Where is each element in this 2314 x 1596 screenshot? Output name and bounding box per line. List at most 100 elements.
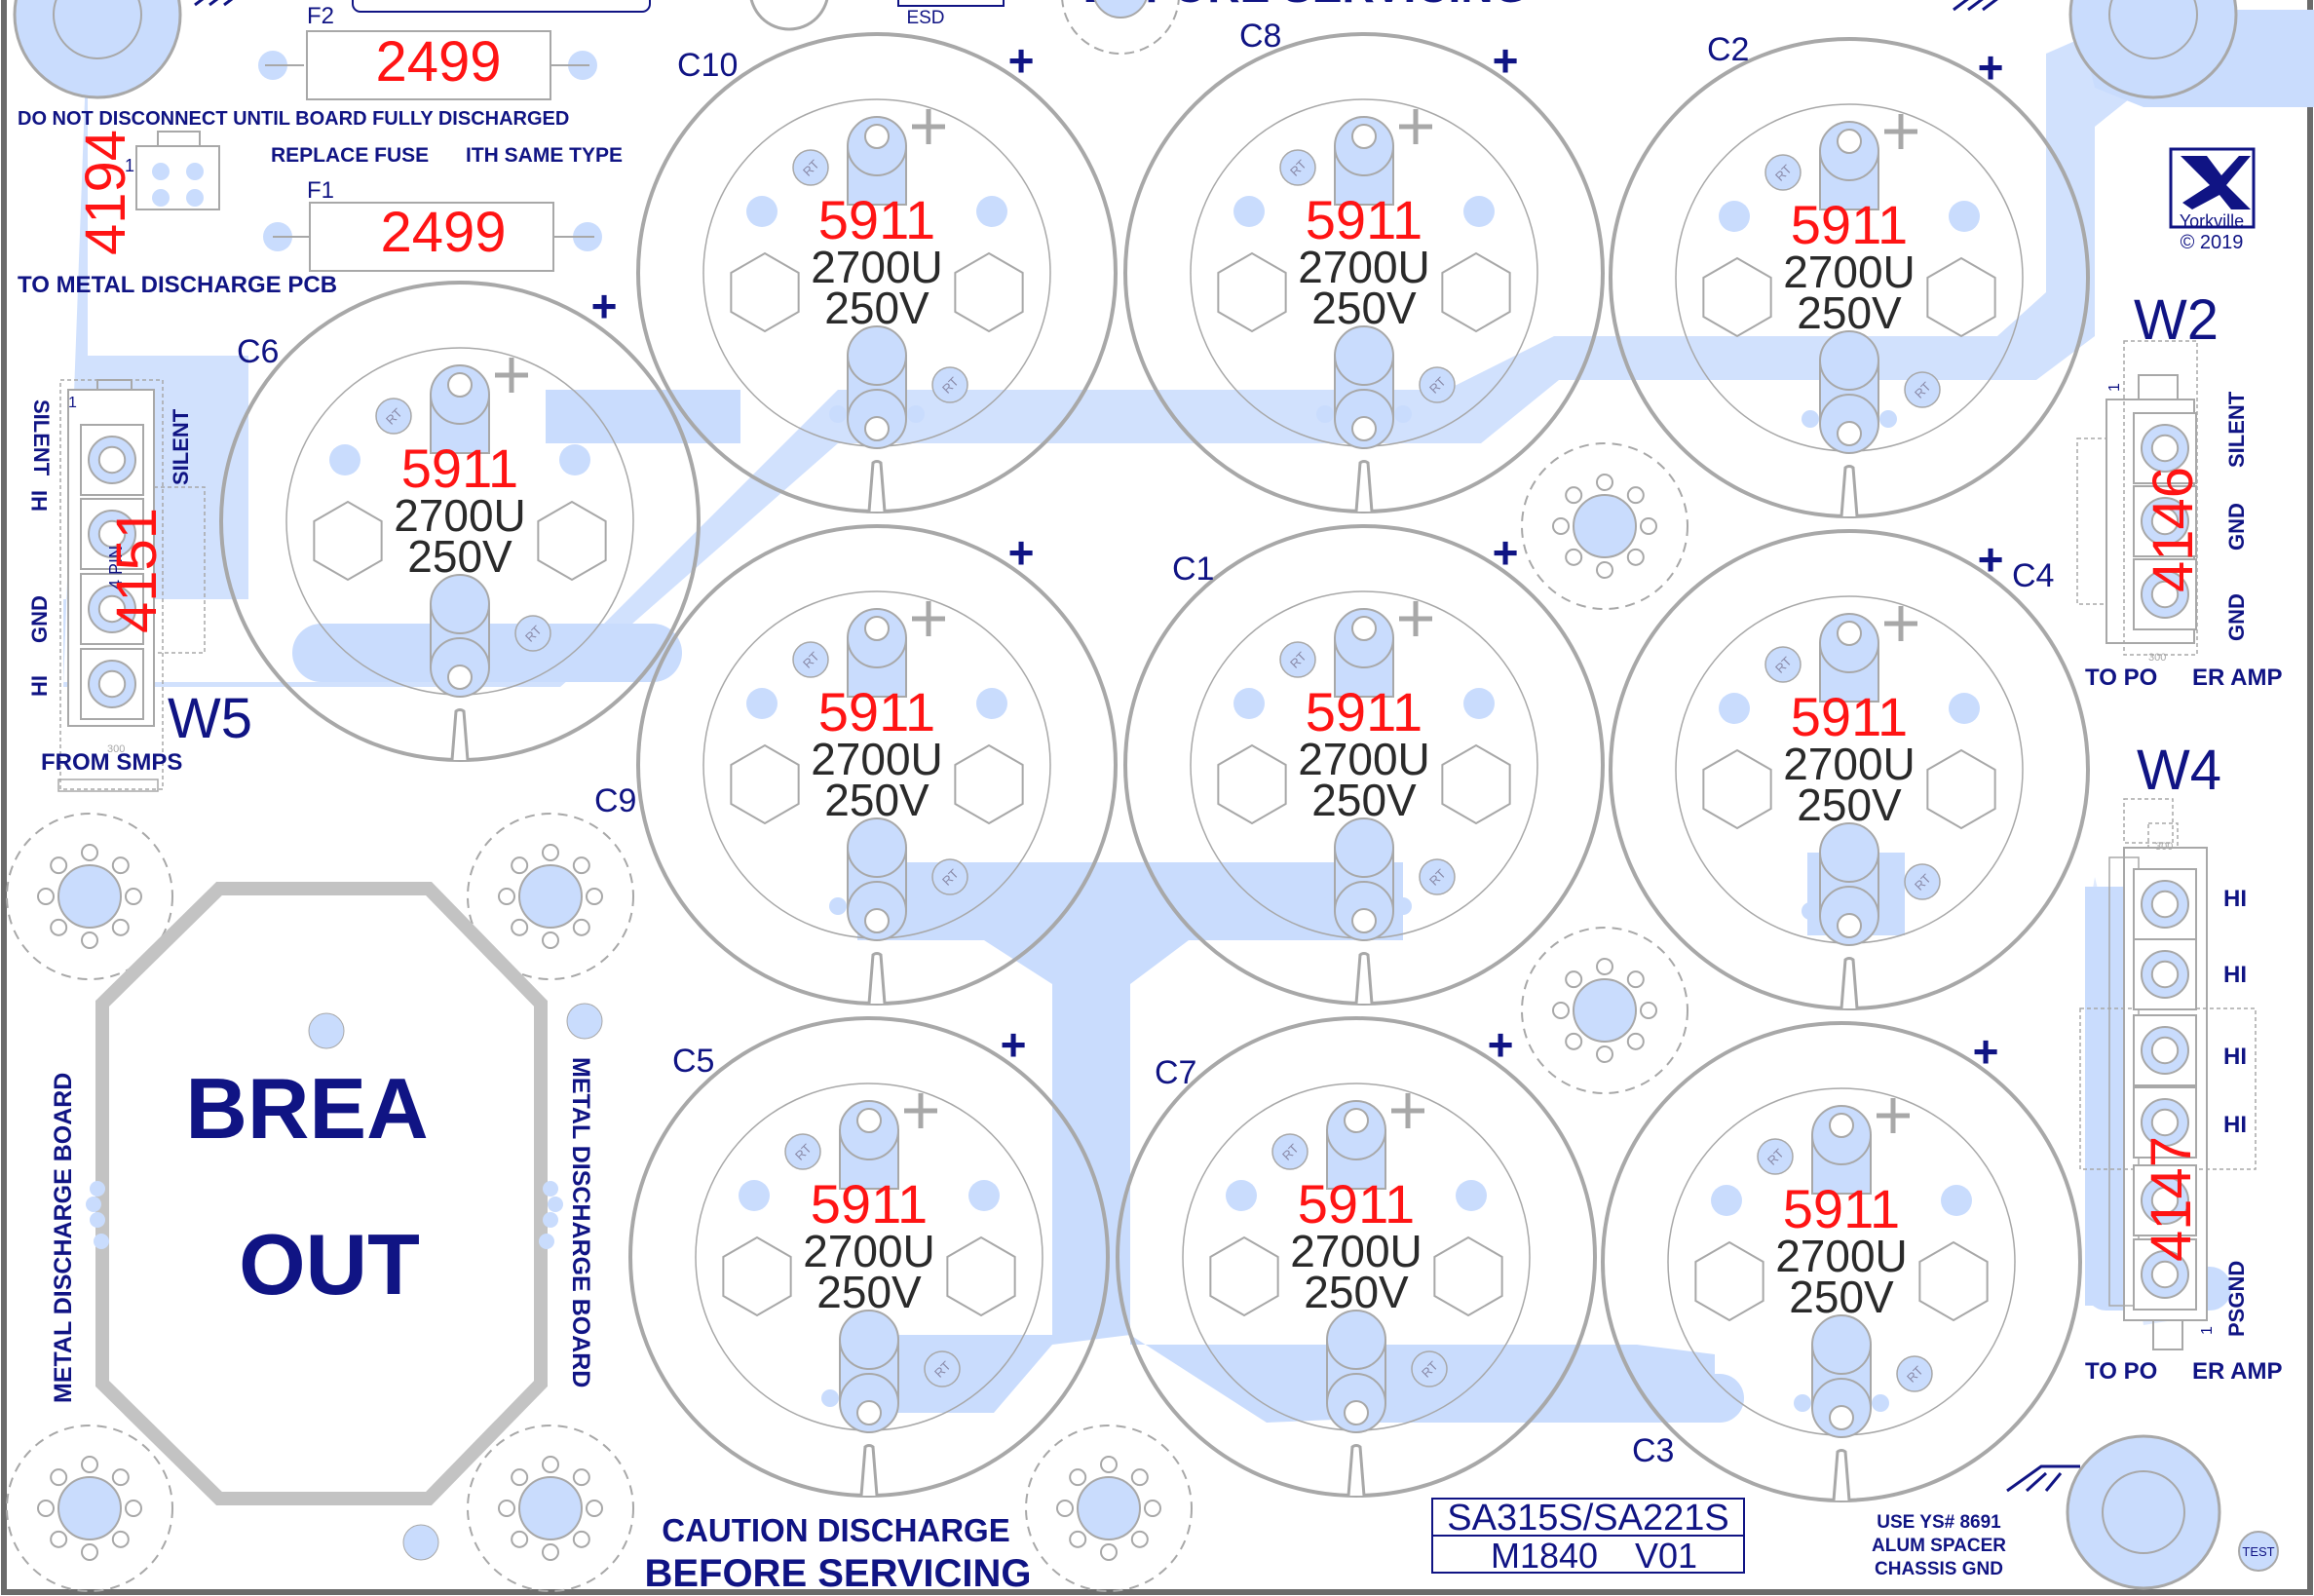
w5-silent-right: SILENT [169, 408, 193, 485]
w2-to-po: TO PO [2085, 665, 2157, 691]
caution-discharge: CAUTION DISCHARGE [662, 1512, 1010, 1548]
esd-label: ESD [906, 8, 944, 28]
connector-pin [2133, 1014, 2197, 1086]
capacitor-value: 5911 [1306, 681, 1423, 742]
capacitance-label: 2700U [1290, 1226, 1423, 1276]
standoff-pad [1521, 927, 1688, 1094]
voltage-label: 250V [824, 283, 929, 333]
part-number: M1840 [1491, 1536, 1598, 1576]
w2-er-amp: ER AMP [2192, 665, 2282, 691]
replace-fuse-text: REPLACE FUSE [271, 144, 429, 167]
mounting-holes: TEST [13, 0, 2279, 1590]
connector-pin [80, 648, 144, 720]
connector-pin [2133, 868, 2197, 940]
fuse-f1-value: 2499 [380, 201, 506, 264]
capacitance-label: 2700U [803, 1226, 935, 1276]
fuse-f1-ref: F1 [307, 177, 334, 204]
logo-copyright: © 2019 [2181, 232, 2244, 253]
capacitor-array: RTRT59112700U250VC10+RTRT59112700U250VC8… [219, 18, 2090, 1502]
capacitor-ref: C9 [594, 782, 636, 819]
standoff-pad [6, 1425, 173, 1592]
voltage-label: 250V [816, 1267, 922, 1317]
connector-j1: 4194 1 TO METAL DISCHARGE PCB [18, 130, 337, 298]
connector-pin [2133, 558, 2197, 630]
fuse-f1: F1 2499 [263, 177, 602, 272]
capacitor-ref: C6 [237, 333, 279, 370]
connector-pin [2133, 1086, 2197, 1159]
capacitor-value: 5911 [818, 681, 935, 742]
voltage-label: 250V [1304, 1267, 1409, 1317]
polarity-mark: + [1008, 35, 1035, 86]
capacitor-ref: C3 [1632, 1432, 1674, 1469]
capacitance-label: 2700U [394, 490, 526, 541]
capacitance-label: 2700U [811, 242, 943, 292]
capacitor-value: 5911 [401, 437, 518, 499]
capacitor-value: 5911 [1306, 189, 1423, 250]
connector-pin [2133, 412, 2197, 484]
w2-value: 4146 [2142, 467, 2205, 592]
capacitor-ref: C1 [1172, 551, 1214, 588]
top-caution-text: BEFORE SERVICING [1083, 0, 1529, 12]
capacitor-value: 5911 [1791, 194, 1908, 255]
connector-pin [2133, 938, 2197, 1010]
ground-symbols [194, 0, 2080, 1493]
spacer-line1: USE YS# 8691 [1877, 1512, 2001, 1533]
connector-pin [80, 424, 144, 496]
w2-dim: 300 [2148, 652, 2166, 664]
voltage-label: 250V [1797, 779, 1902, 830]
voltage-label: 250V [1311, 775, 1417, 825]
polarity-mark: + [1493, 35, 1519, 86]
polarity-mark: + [1978, 534, 2004, 585]
w5-pin-hi-2: HI [27, 675, 52, 697]
version-number: V01 [1635, 1536, 1697, 1576]
w4-ref: W4 [2137, 739, 2221, 802]
w2-pin-silent: SILENT [2224, 391, 2249, 468]
model-number: SA315S/SA221S [1447, 1498, 1728, 1539]
j1-pin1: 1 [125, 156, 134, 175]
yorkville-logo: Yorkville © 2019 [2169, 147, 2256, 253]
capacitor-value: 5911 [1791, 686, 1908, 747]
standoff-pads [6, 442, 1688, 1592]
w4-dim: 300 [2155, 841, 2173, 853]
fuse-f2: F2 2499 [258, 3, 597, 100]
spacer-line2: ALUM SPACER [1872, 1536, 2006, 1556]
polarity-mark: + [591, 281, 618, 331]
logo-name: Yorkville [2180, 211, 2244, 231]
polarity-mark: + [1978, 42, 2004, 93]
capacitor-value: 5911 [1298, 1173, 1415, 1235]
w5-pin1: 1 [68, 395, 77, 411]
w4-pin1: 1 [2199, 1326, 2216, 1335]
fuse-f2-value: 2499 [375, 30, 501, 94]
w5-pin-silent-left: SILENT [29, 399, 54, 476]
voltage-label: 250V [1789, 1272, 1894, 1322]
voltage-label: 250V [1797, 287, 1902, 338]
w4-pin-hi-4: HI [2223, 1112, 2247, 1138]
spacer-line3: CHASSIS GND [1875, 1559, 2003, 1579]
voltage-label: 250V [407, 531, 512, 582]
capacitor-ref: C2 [1707, 31, 1749, 68]
from-smps-label: FROM SMPS [41, 749, 182, 776]
capacitance-label: 2700U [811, 734, 943, 784]
polarity-mark: + [1001, 1019, 1027, 1070]
connector-w2: W2 1 SILENT GND GND 4146 300 TO PO ER AM… [2076, 288, 2282, 691]
connector-w5: 1 SILENT HI GND HI SILENT 4 PIN 4151 W5 … [27, 379, 252, 792]
capacitor-ref: C10 [677, 47, 738, 84]
capacitor-value: 5911 [818, 189, 935, 250]
same-type-text: ITH SAME TYPE [466, 144, 623, 167]
capacitor-ref: C4 [2012, 557, 2054, 594]
polarity-mark: + [1488, 1019, 1514, 1070]
capacitance-label: 2700U [1298, 242, 1430, 292]
polarity-mark: + [1008, 527, 1035, 578]
w2-ref: W2 [2134, 288, 2219, 352]
to-metal-discharge-label: TO METAL DISCHARGE PCB [18, 272, 337, 298]
capacitance-label: 2700U [1775, 1231, 1908, 1281]
capacitor-ref: C8 [1239, 18, 1281, 55]
w5-value: 4151 [105, 508, 169, 633]
